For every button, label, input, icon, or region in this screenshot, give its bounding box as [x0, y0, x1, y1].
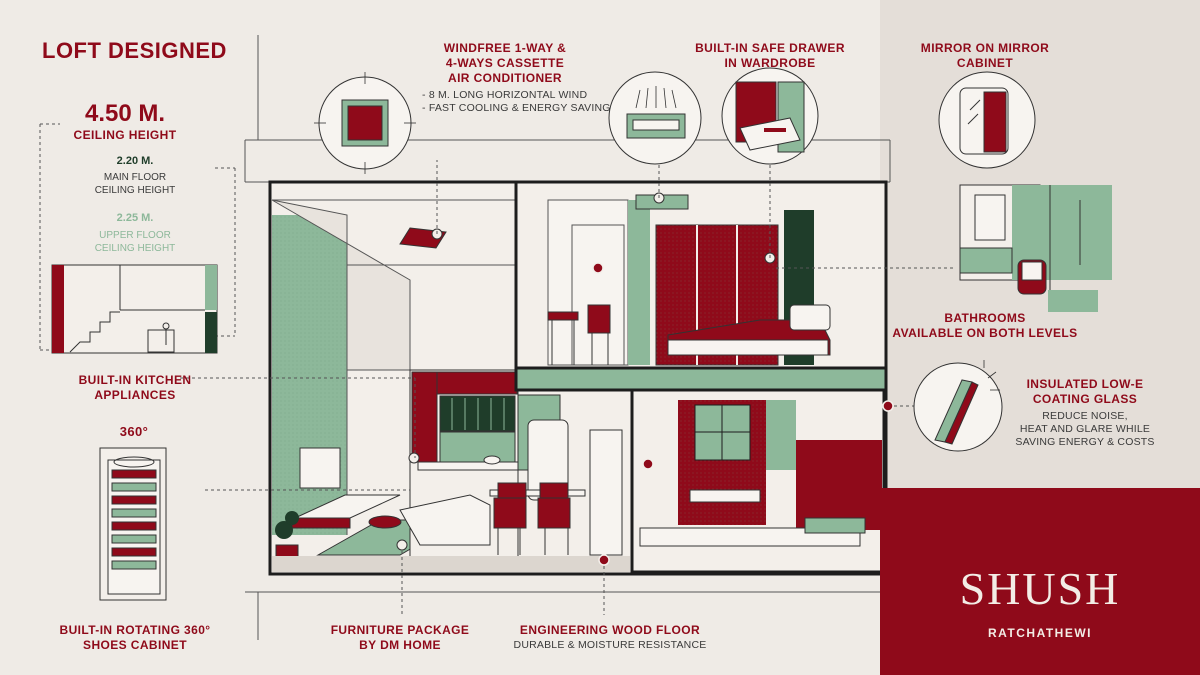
ceiling-height-value: 4.50 M. [84, 100, 166, 127]
safe-title-1: BUILT-IN SAFE DRAWER [695, 41, 845, 55]
upper-floor-height-value: 2.25 M. [116, 212, 154, 224]
glass-note-2: HEAT AND GLARE WHILE [1019, 423, 1151, 435]
person-icon [162, 322, 170, 345]
bathrooms-title-2: AVAILABLE ON BOTH LEVELS [892, 326, 1078, 340]
shoes-rotation: 360° [119, 424, 149, 439]
page-title: LOFT DESIGNED [42, 38, 227, 63]
mirror-title-1: MIRROR ON MIRROR [920, 41, 1050, 55]
ceiling-height-label: CEILING HEIGHT [73, 128, 177, 142]
aircon-title-2: 4-WAYS CASSETTE [445, 56, 565, 70]
mirror-title-2: CABINET [956, 56, 1014, 70]
aircon-cassette-icon [314, 72, 416, 174]
upper-floor-label-2: CEILING HEIGHT [94, 243, 176, 254]
upper-floor-label-1: UPPER FLOOR [99, 230, 171, 241]
safe-drawer-icon [721, 67, 819, 165]
furniture-title-1: FURNITURE PACKAGE [330, 623, 470, 637]
main-floor-label-1: MAIN FLOOR [103, 172, 167, 183]
glass-note-1: REDUCE NOISE, [1042, 410, 1128, 422]
glass-window-icon [913, 360, 1003, 452]
main-floor-label-2: CEILING HEIGHT [94, 185, 176, 196]
floor-note: DURABLE & MOISTURE RESISTANCE [513, 639, 707, 651]
brand-panel [880, 488, 1200, 675]
bathrooms-title-1: BATHROOMS [944, 311, 1026, 325]
bathroom-illustration [959, 184, 1112, 312]
aircon-note-2: - FAST COOLING & ENERGY SAVING [422, 102, 611, 114]
brand-logo: SHUSH [959, 563, 1121, 614]
aircon-title-3: AIR CONDITIONER [448, 71, 562, 85]
furniture-title-2: BY DM HOME [359, 638, 441, 652]
aircon-title-1: WINDFREE 1-WAY & [443, 41, 567, 55]
main-floor-height-value: 2.20 M. [116, 155, 154, 167]
mirror-cabinet-icon [938, 71, 1036, 169]
glass-title-2: COATING GLASS [1032, 392, 1138, 406]
shoes-title-2: SHOES CABINET [83, 638, 187, 652]
shoes-title-1: BUILT-IN ROTATING 360° [59, 623, 211, 637]
kitchen-title-1: BUILT-IN KITCHEN [78, 373, 192, 387]
aircon-wall-icon [608, 71, 702, 165]
aircon-note-1: - 8 M. LONG HORIZONTAL WIND [422, 89, 588, 101]
glass-note-3: SAVING ENERGY & COSTS [1015, 436, 1155, 448]
safe-title-2: IN WARDROBE [724, 56, 816, 70]
glass-title-1: INSULATED LOW-E [1026, 377, 1144, 391]
kitchen-title-2: APPLIANCES [94, 388, 176, 402]
floor-title: ENGINEERING WOOD FLOOR [519, 623, 701, 637]
brand-location: RATCHATHEWI [987, 626, 1093, 640]
